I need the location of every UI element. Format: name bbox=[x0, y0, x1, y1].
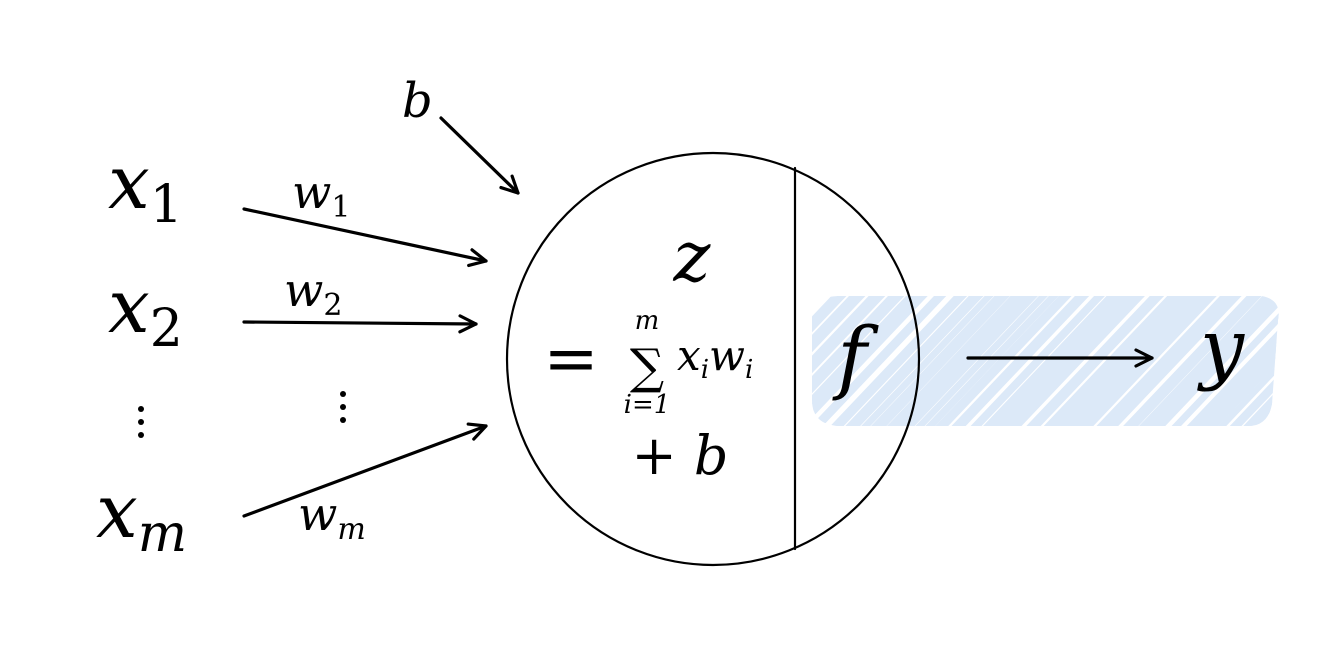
weight-ellipsis-icon bbox=[340, 391, 346, 423]
highlight-stroke bbox=[1316, 282, 1333, 440]
input-xm-label: xm bbox=[96, 469, 187, 564]
highlight-stroke bbox=[836, 296, 996, 426]
highlight-stroke bbox=[812, 296, 917, 426]
highlight-stroke bbox=[1160, 296, 1279, 426]
sum-upper-limit: m bbox=[635, 306, 660, 336]
weight-w2-label: w2 bbox=[284, 263, 342, 323]
highlight-stroke bbox=[1089, 296, 1249, 426]
highlight-stroke bbox=[927, 296, 1084, 426]
highlight-stroke bbox=[1096, 296, 1254, 426]
highlight-stroke bbox=[1188, 296, 1279, 426]
highlight-stroke bbox=[863, 296, 1022, 426]
highlight-stroke bbox=[983, 296, 1142, 426]
sum-term: xiwi bbox=[677, 331, 753, 385]
highlight-stroke bbox=[849, 296, 1006, 426]
highlight-stroke bbox=[1218, 296, 1279, 426]
z-label: z bbox=[673, 216, 712, 298]
highlight-stroke bbox=[1295, 282, 1333, 440]
highlight-stroke bbox=[974, 296, 1133, 426]
highlight-stroke bbox=[821, 296, 980, 426]
arrow-x2 bbox=[242, 314, 478, 334]
highlight-stroke bbox=[1205, 296, 1279, 426]
highlight-stroke bbox=[812, 296, 854, 426]
equals-sign: = bbox=[543, 320, 598, 397]
highlight-stroke bbox=[1275, 296, 1279, 426]
highlight-stroke bbox=[880, 296, 1040, 426]
highlight-stroke bbox=[1049, 296, 1208, 426]
arrow-x1 bbox=[242, 207, 488, 268]
arrow-bias bbox=[439, 116, 520, 195]
highlight-stroke bbox=[958, 296, 1117, 426]
highlight-stroke bbox=[812, 296, 909, 426]
highlight-stroke bbox=[812, 296, 898, 426]
plus-bias: + b bbox=[632, 424, 729, 487]
highlight-stroke bbox=[943, 296, 1102, 426]
highlight-stroke bbox=[1114, 296, 1274, 426]
highlight-stroke bbox=[1175, 296, 1279, 426]
highlight-stroke bbox=[812, 296, 936, 426]
activation-output-highlight bbox=[812, 282, 1333, 440]
input-ellipsis-icon bbox=[138, 406, 144, 438]
sum-lower-limit: i=1 bbox=[624, 390, 671, 420]
highlight-stroke bbox=[1302, 282, 1333, 440]
highlight-stroke bbox=[1041, 296, 1201, 426]
highlight-stroke bbox=[1017, 296, 1176, 426]
neuron-circle bbox=[505, 151, 921, 567]
weight-wm-label: wm bbox=[298, 487, 366, 547]
highlight-stroke bbox=[812, 296, 927, 426]
weight-w1-label: w1 bbox=[292, 165, 350, 225]
highlight-stroke bbox=[992, 296, 1151, 426]
highlight-stroke bbox=[891, 296, 1050, 426]
highlight-stroke bbox=[1032, 296, 1192, 426]
highlight-stroke bbox=[1142, 296, 1279, 426]
input-x1-label: x1 bbox=[108, 140, 183, 235]
highlight-stroke bbox=[1127, 296, 1279, 426]
highlight-stroke bbox=[1236, 296, 1279, 426]
highlight-stroke bbox=[1000, 296, 1157, 426]
highlight-stroke bbox=[1312, 282, 1333, 440]
output-y-label: y bbox=[1197, 303, 1245, 393]
highlight-stroke bbox=[1330, 282, 1333, 440]
highlight-stroke bbox=[874, 296, 1033, 426]
arrow-xm bbox=[242, 422, 488, 518]
highlight-stroke bbox=[812, 296, 958, 426]
highlight-stroke bbox=[903, 296, 1061, 426]
highlight-stroke bbox=[913, 296, 1071, 426]
highlight-stroke bbox=[1231, 296, 1279, 426]
sum-symbol: ∑ bbox=[630, 339, 664, 395]
highlight-stroke bbox=[1278, 296, 1279, 426]
highlight-stroke bbox=[812, 296, 891, 426]
input-x2-label: x2 bbox=[108, 264, 183, 359]
highlight-stroke bbox=[812, 296, 878, 426]
highlight-stroke bbox=[812, 296, 859, 426]
bias-label: b bbox=[402, 73, 433, 129]
